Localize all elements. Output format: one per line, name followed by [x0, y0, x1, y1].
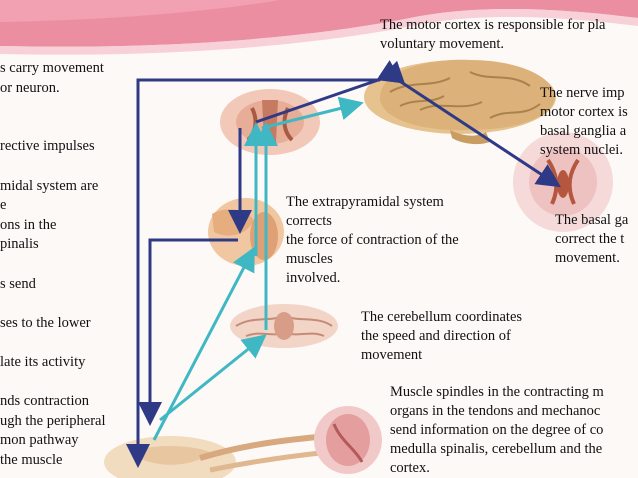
caption-line: nds contraction — [0, 393, 89, 410]
caption-line: movement — [361, 347, 423, 363]
caption-line: midal system are — [0, 177, 99, 194]
caption-line: e — [0, 197, 7, 214]
caption-line: voluntary movement. — [380, 36, 505, 52]
caption-line — [0, 333, 106, 353]
caption-line: The basal ga — [555, 212, 629, 228]
caption-line: motor cortex is — [540, 104, 628, 120]
caption-line: correct the t — [555, 231, 625, 247]
caption-line: movement. — [555, 250, 620, 266]
caption-line: s carry movement — [0, 60, 104, 76]
caption-line: the muscle — [0, 451, 63, 468]
caption-line: muscles — [286, 251, 333, 267]
caption-line: rective impulses — [0, 138, 95, 155]
caption-line: pinalis — [0, 236, 39, 253]
caption-line — [0, 255, 106, 275]
caption-line: send information on the degree of co — [390, 422, 604, 438]
caption-motor-cortex: The motor cortex is responsible for pla … — [380, 16, 606, 54]
caption-line: The cerebellum coordinates — [361, 309, 523, 325]
caption-line: late its activity — [0, 353, 86, 370]
spinal-to-midbrain-arrow — [152, 246, 255, 441]
caption-extrapyramidal: The extrapyramidal system corrects the f… — [286, 193, 459, 288]
caption-left-column: s carry movement or neuron. rective impu… — [0, 59, 106, 470]
caption-line: ons in the — [0, 216, 57, 233]
cortex-to-section-arrow — [255, 60, 405, 124]
caption-line: mon pathway — [0, 432, 79, 449]
caption-line: basal ganglia a — [540, 123, 627, 139]
caption-line — [0, 157, 106, 177]
caption-nerve-impulse: The nerve imp motor cortex is basal gang… — [540, 84, 628, 160]
caption-line: cortex. — [390, 460, 430, 476]
caption-line: The extrapyramidal system — [286, 194, 444, 210]
caption-line: the force of contraction of the — [286, 232, 459, 248]
caption-line: ugh the peripheral — [0, 412, 106, 429]
caption-line: The motor cortex is responsible for pla — [380, 17, 606, 33]
caption-line: Muscle spindles in the contracting m — [390, 384, 604, 400]
caption-line — [0, 98, 106, 118]
caption-line — [0, 373, 106, 393]
caption-line: medulla spinalis, cerebellum and the — [390, 441, 603, 457]
caption-muscle-spindles: Muscle spindles in the contracting m org… — [390, 383, 604, 478]
caption-line: system nuclei. — [540, 142, 623, 158]
extrapyramidal-pathway-arrow — [138, 238, 238, 426]
caption-line: s send — [0, 275, 36, 292]
caption-line — [0, 294, 106, 314]
motor-pathway-arrow — [126, 78, 380, 468]
section-to-cortex-arrow — [261, 96, 364, 130]
caption-line: ses to the lower — [0, 314, 91, 331]
caption-line: organs in the tendons and mechanoc — [390, 403, 601, 419]
caption-cerebellum: The cerebellum coordinates the speed and… — [361, 308, 522, 365]
caption-line: involved. — [286, 270, 341, 286]
caption-line: corrects — [286, 213, 332, 229]
muscle-spindle-illustration — [314, 406, 382, 474]
caption-line: The nerve imp — [540, 85, 625, 101]
caption-line: or neuron. — [0, 79, 60, 96]
spinal-to-cerebellum-arrow — [159, 334, 267, 422]
caption-basal-ganglia: The basal ga correct the t movement. — [555, 211, 628, 268]
caption-line — [0, 118, 106, 138]
cortex-to-basal-ganglia-arrow — [376, 60, 562, 188]
caption-line: the speed and direction of — [361, 328, 511, 344]
header-banner-highlight — [0, 9, 638, 55]
